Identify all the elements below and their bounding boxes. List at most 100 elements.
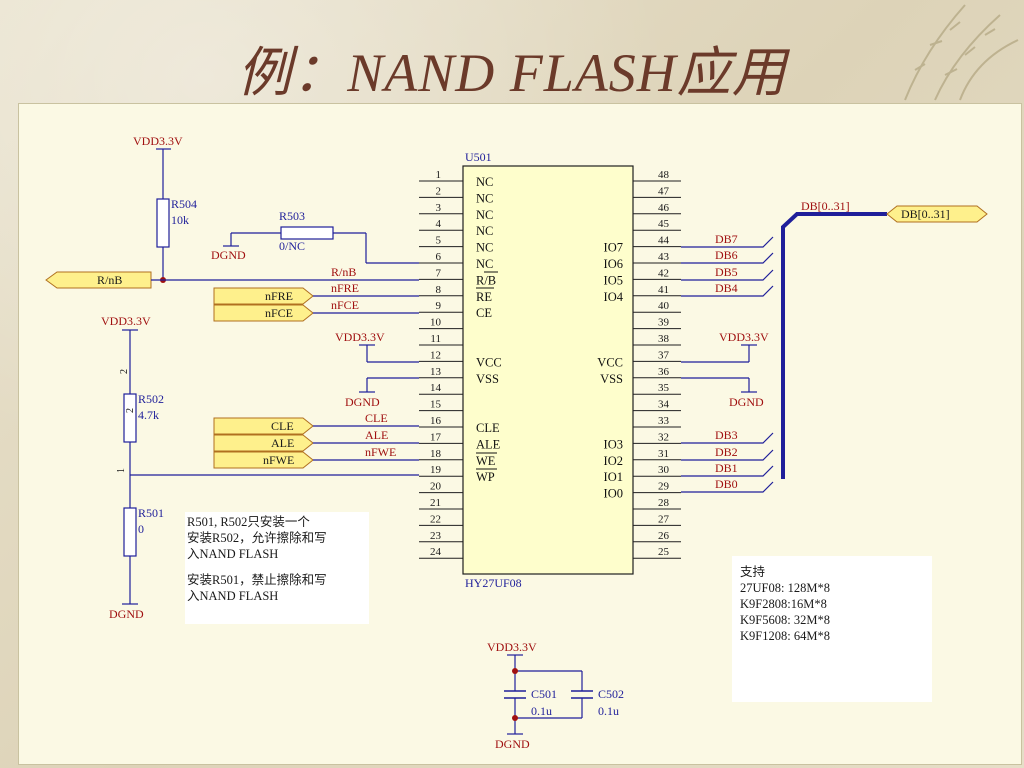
resistor-note-line: R501, R502只安装一个 (187, 515, 310, 529)
chip-pin-19-name: WP (476, 470, 495, 484)
chip-pin-38-number: 38 (658, 333, 670, 345)
chip-pin-6-number: 6 (436, 251, 442, 263)
chip-pin-15-number: 15 (430, 399, 442, 411)
chip-pin-29-number: 29 (658, 481, 670, 493)
net-label-db6: DB6 (715, 248, 738, 262)
c502-value: 0.1u (598, 704, 619, 718)
chip-pin-44-name: IO7 (604, 241, 623, 255)
r501-resistor (123, 507, 137, 557)
resistor-note-line: 入NAND FLASH (187, 547, 279, 561)
chip-pin-42-name: IO5 (604, 273, 623, 287)
support-note-line: K9F5608: 32M*8 (740, 613, 830, 627)
support-note-line: K9F1208: 64M*8 (740, 629, 830, 643)
support-note-line: K9F2808:16M*8 (740, 597, 827, 611)
r502-resistor (123, 393, 137, 443)
chip-pin-22-number: 22 (430, 513, 441, 525)
r501-ref: R501 (138, 506, 164, 520)
junction-caps-top (512, 668, 518, 674)
chip-pin-31-number: 31 (658, 448, 669, 460)
resistor-note-line: 入NAND FLASH (187, 589, 279, 603)
net-label-db5: DB5 (715, 265, 738, 279)
vdd-label-caps: VDD3.3V (487, 640, 537, 654)
chip-pin-37-name: VCC (597, 355, 623, 369)
vdd-label-p12: VDD3.3V (335, 330, 385, 344)
vdd-label-r502: VDD3.3V (101, 314, 151, 328)
chip-pin-31-name: IO2 (604, 454, 623, 468)
chip-pin-2-number: 2 (436, 185, 442, 197)
vdd-label-p37: VDD3.3V (719, 330, 769, 344)
chip-pin-13-name: VSS (476, 372, 499, 386)
chip-pin-1-name: NC (476, 175, 493, 189)
dgnd-label-r501: DGND (109, 607, 144, 621)
r502-pin-node: 1 (116, 468, 127, 473)
chip-pin-16-name: CLE (476, 421, 500, 435)
chip-pin-27-number: 27 (658, 513, 670, 525)
net-label-db1: DB1 (715, 461, 738, 475)
port-cle-label: CLE (271, 419, 294, 433)
chip-pin-16-number: 16 (430, 415, 442, 427)
net-label-db3: DB3 (715, 428, 738, 442)
chip-pin-14-number: 14 (430, 382, 442, 394)
chip-pin-35-number: 35 (658, 382, 670, 394)
port-nfce-label: nFCE (265, 306, 293, 320)
r502-pin-mid: 2 (125, 408, 136, 413)
chip-pin-12-number: 12 (430, 349, 441, 361)
port-nfce (213, 304, 314, 322)
chip-pin-33-number: 33 (658, 415, 670, 427)
r502-ref: R502 (138, 392, 164, 406)
r501-value: 0 (138, 522, 144, 536)
net-label-db0: DB0 (715, 477, 738, 491)
chip-pin-4-name: NC (476, 224, 493, 238)
chip-pin-46-number: 46 (658, 202, 670, 214)
chip-pin-40-number: 40 (658, 300, 670, 312)
port-nfre-label: nFRE (265, 289, 293, 303)
right-pin-group: 4847464544IO743IO642IO541IO440393837VCC3… (597, 169, 681, 559)
chip-pin-26-number: 26 (658, 530, 670, 542)
port-rnb-label: R/nB (97, 273, 122, 287)
chip-pin-4-number: 4 (436, 218, 442, 230)
chip-pin-3-name: NC (476, 208, 493, 222)
chip-pin-41-name: IO4 (604, 290, 624, 304)
chip-pin-48-number: 48 (658, 169, 670, 181)
chip-pin-8-number: 8 (436, 284, 442, 296)
vdd-label: VDD3.3V (133, 134, 183, 148)
r504-resistor (156, 198, 170, 248)
chip-pin-37-number: 37 (658, 349, 670, 361)
chip-part: HY27UF08 (465, 576, 522, 590)
resistor-note-line: 安装R501，禁止擦除和写 (187, 573, 327, 587)
chip-pin-39-number: 39 (658, 317, 670, 329)
support-note-line: 27UF08: 128M*8 (740, 581, 830, 595)
chip-pin-28-number: 28 (658, 497, 670, 509)
chip-pin-34-number: 34 (658, 399, 670, 411)
dgnd-label-p13: DGND (345, 395, 380, 409)
net-label-cle: CLE (365, 411, 388, 425)
chip-pin-12-name: VCC (476, 355, 502, 369)
chip-pin-10-number: 10 (430, 317, 442, 329)
c501-capacitor (504, 690, 526, 699)
net-label-db4: DB4 (715, 281, 738, 295)
chip-pin-8-name: RE (476, 290, 492, 304)
r503-resistor (280, 226, 334, 240)
chip-pin-29-name: IO0 (604, 487, 623, 501)
net-label-db7: DB7 (715, 232, 738, 246)
decorative-grass (904, 4, 1019, 101)
chip-pin-24-number: 24 (430, 546, 442, 558)
port-db-label: DB[0..31] (901, 207, 950, 221)
chip-pin-21-number: 21 (430, 497, 441, 509)
chip-pin-2-name: NC (476, 191, 493, 205)
junction-caps-bottom (512, 715, 518, 721)
port-nfre (213, 287, 314, 305)
chip-pin-1-number: 1 (436, 169, 442, 181)
c502-ref: C502 (598, 687, 624, 701)
net-label-ale: ALE (365, 428, 388, 442)
chip-pin-45-number: 45 (658, 218, 670, 230)
chip-pin-17-number: 17 (430, 431, 442, 443)
chip-pin-41-number: 41 (658, 284, 669, 296)
chip-pin-9-number: 9 (436, 300, 442, 312)
resistor-note-line: 安装R502，允许擦除和写 (187, 531, 327, 545)
r502-pin-top: 2 (119, 369, 130, 374)
support-note: 支持 27UF08: 128M*8 K9F2808:16M*8 K9F5608:… (732, 556, 932, 702)
r503-ref: R503 (279, 209, 305, 223)
chip-pin-43-name: IO6 (604, 257, 623, 271)
chip-pin-17-name: ALE (476, 437, 501, 451)
